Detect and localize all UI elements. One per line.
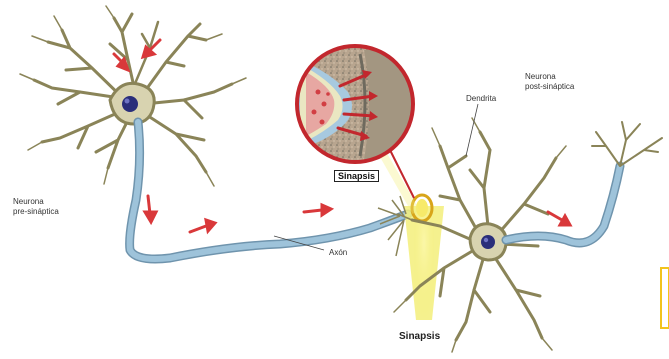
- postsynaptic-nucleus: [481, 235, 495, 249]
- postsynaptic-terminal: [592, 122, 662, 166]
- label-postsynaptic-neuron-line2: post-sináptica: [525, 82, 574, 92]
- label-synapse: Sinapsis: [399, 332, 440, 342]
- label-axon: Axón: [329, 248, 347, 258]
- label-presynaptic-neuron-line2: pre-sináptica: [13, 207, 59, 217]
- synapse-inset: [296, 46, 420, 212]
- presynaptic-nucleus: [122, 96, 138, 112]
- label-dendrite: Dendrita: [466, 94, 496, 104]
- dendrite-pointer: [466, 104, 478, 156]
- edge-tab: [661, 268, 669, 328]
- label-synapse-inset: Sinapsis: [334, 170, 379, 182]
- label-postsynaptic-neuron-line1: Neurona: [525, 72, 556, 82]
- label-presynaptic-neuron-line1: Neurona: [13, 197, 44, 207]
